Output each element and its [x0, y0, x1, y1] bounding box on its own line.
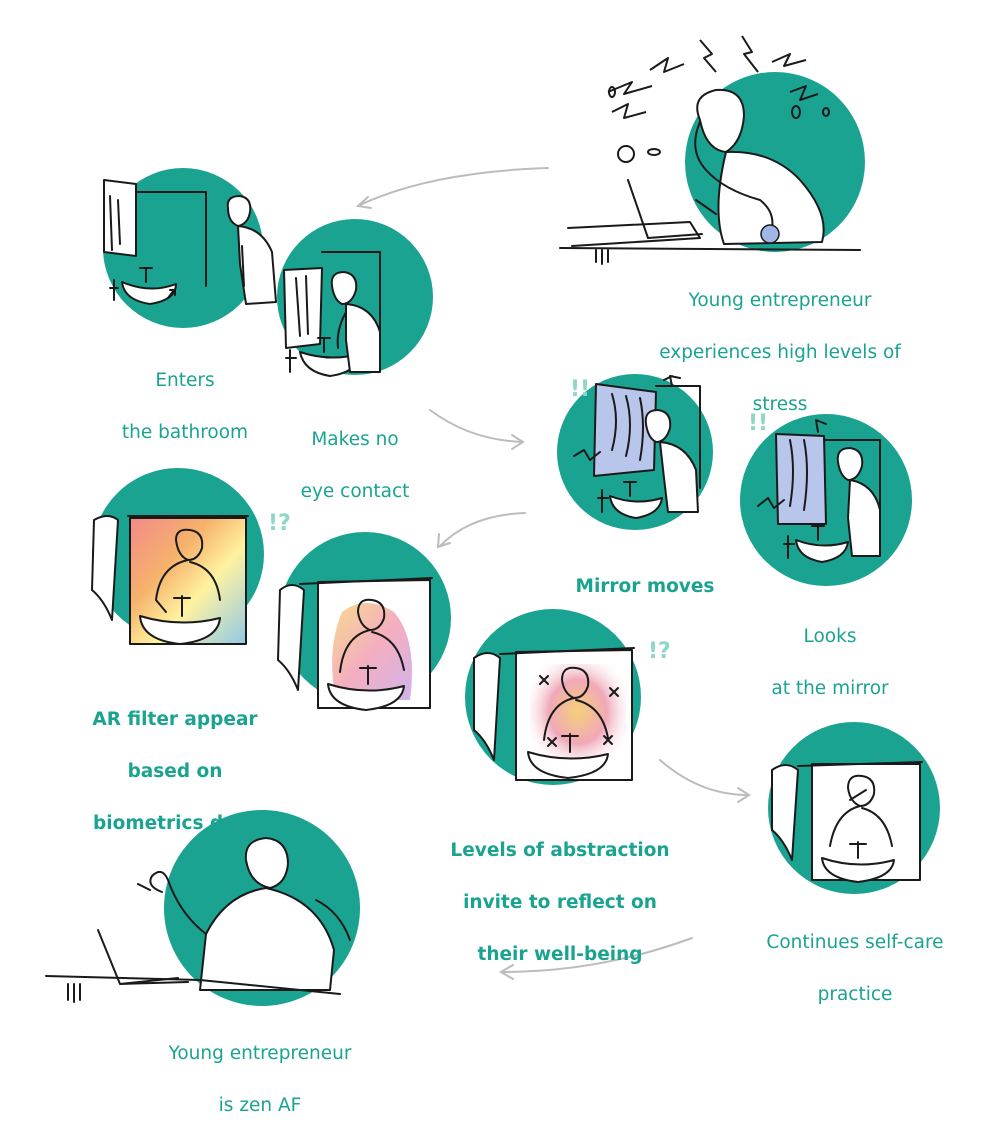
arrow-stress-to-bathroom [359, 167, 549, 206]
scene-zen [45, 810, 360, 1006]
caption-line: based on [127, 761, 223, 782]
arrow-stress-to-bathroom-head [355, 196, 372, 209]
caption-line: Young entrepreneur [168, 1043, 352, 1064]
smartwatch-icon [760, 224, 780, 244]
double-exclaim-mark: !! [748, 411, 768, 436]
scene-looks-at-mirror: !! [740, 411, 912, 586]
person-looking [836, 447, 864, 481]
arrow-mirror-to-arfilter [439, 512, 526, 547]
sink [139, 615, 221, 645]
scene-enters-bathroom [103, 168, 277, 328]
scene-no-eye-contact [277, 219, 433, 377]
scene-self-care [768, 722, 940, 894]
sink [821, 857, 895, 883]
interrobang-mark: !? [648, 639, 671, 664]
reflection-person [561, 666, 590, 699]
caption-line: at the mirror [771, 678, 889, 699]
caption-line: AR filter appear [92, 709, 258, 730]
caption-line: stress [752, 394, 808, 415]
caption-line: invite to reflect on [463, 892, 657, 913]
flow-arrows [355, 167, 751, 980]
interrobang-mark: !? [268, 511, 291, 536]
caption-line: Mirror moves [575, 576, 715, 597]
caption-line: Looks [803, 626, 857, 647]
stress-lightning-icon [607, 35, 830, 163]
caption-line: eye contact [300, 481, 410, 502]
arrow-eyecontact-to-mirror-head [511, 434, 525, 450]
caption-no-eye-contact: Makes no eye contact [255, 401, 455, 531]
scene-abstraction: !? [465, 609, 671, 785]
person-washing [330, 271, 358, 305]
caption-line: biometrics data [93, 813, 257, 834]
caption-line: the bathroom [121, 422, 249, 443]
arrow-mirror-to-arfilter-head [436, 533, 451, 549]
mirror-panel [775, 433, 827, 525]
arrow-selfcare-to-zen-head [499, 964, 514, 980]
sink [795, 539, 849, 563]
reflection-person [175, 528, 204, 561]
storyboard-canvas: !! !! [45, 35, 940, 1006]
stressed-figure [559, 88, 861, 265]
caption-line: Young entrepreneur [688, 290, 872, 311]
arrow-abstraction-to-selfcare-head [737, 787, 751, 803]
sink [527, 751, 609, 779]
caption-line: Makes no [311, 429, 399, 450]
caption-looks-at-mirror: Looks at the mirror [725, 598, 935, 728]
reflection-person [847, 774, 876, 807]
caption-line: Levels of abstraction [450, 840, 670, 861]
caption-self-care: Continues self-care practice [725, 904, 985, 1034]
arrow-abstraction-to-selfcare [659, 759, 749, 796]
door-frame [135, 191, 207, 287]
caption-line: their well-being [477, 944, 643, 965]
caption-line: experiences high levels of [659, 342, 901, 363]
scene-ar-filter-warm: !? [277, 532, 451, 711]
person-entering [226, 195, 252, 227]
scene-mirror-moves: !! [557, 374, 713, 530]
sink [609, 495, 663, 519]
caption-line: practice [817, 984, 893, 1005]
sink [327, 683, 405, 711]
reflection-person [357, 598, 386, 631]
caption-zen: Young entrepreneur is zen AF [130, 1015, 390, 1145]
scene-ar-filter-colorful: !? [91, 468, 291, 645]
reflection-glow [332, 603, 412, 700]
caption-stress: Young entrepreneur experiences high leve… [620, 262, 940, 444]
caption-mirror-moves: Mirror moves [545, 548, 745, 626]
person-looking [644, 409, 672, 443]
caption-ar-filter: AR filter appear based on biometrics dat… [50, 681, 300, 863]
zen-figure [244, 837, 289, 889]
ar-mirror [129, 517, 247, 645]
caption-enters-bathroom: Enters the bathroom [80, 342, 290, 472]
caption-line: Enters [155, 370, 215, 391]
arrow-selfcare-to-zen [501, 937, 693, 973]
arrow-eyecontact-to-mirror [429, 409, 523, 443]
scene-stressed-entrepreneur [559, 35, 865, 265]
caption-line: Continues self-care [766, 932, 944, 953]
caption-abstraction: Levels of abstraction invite to reflect … [420, 812, 700, 994]
double-exclaim-mark: !! [570, 377, 590, 402]
